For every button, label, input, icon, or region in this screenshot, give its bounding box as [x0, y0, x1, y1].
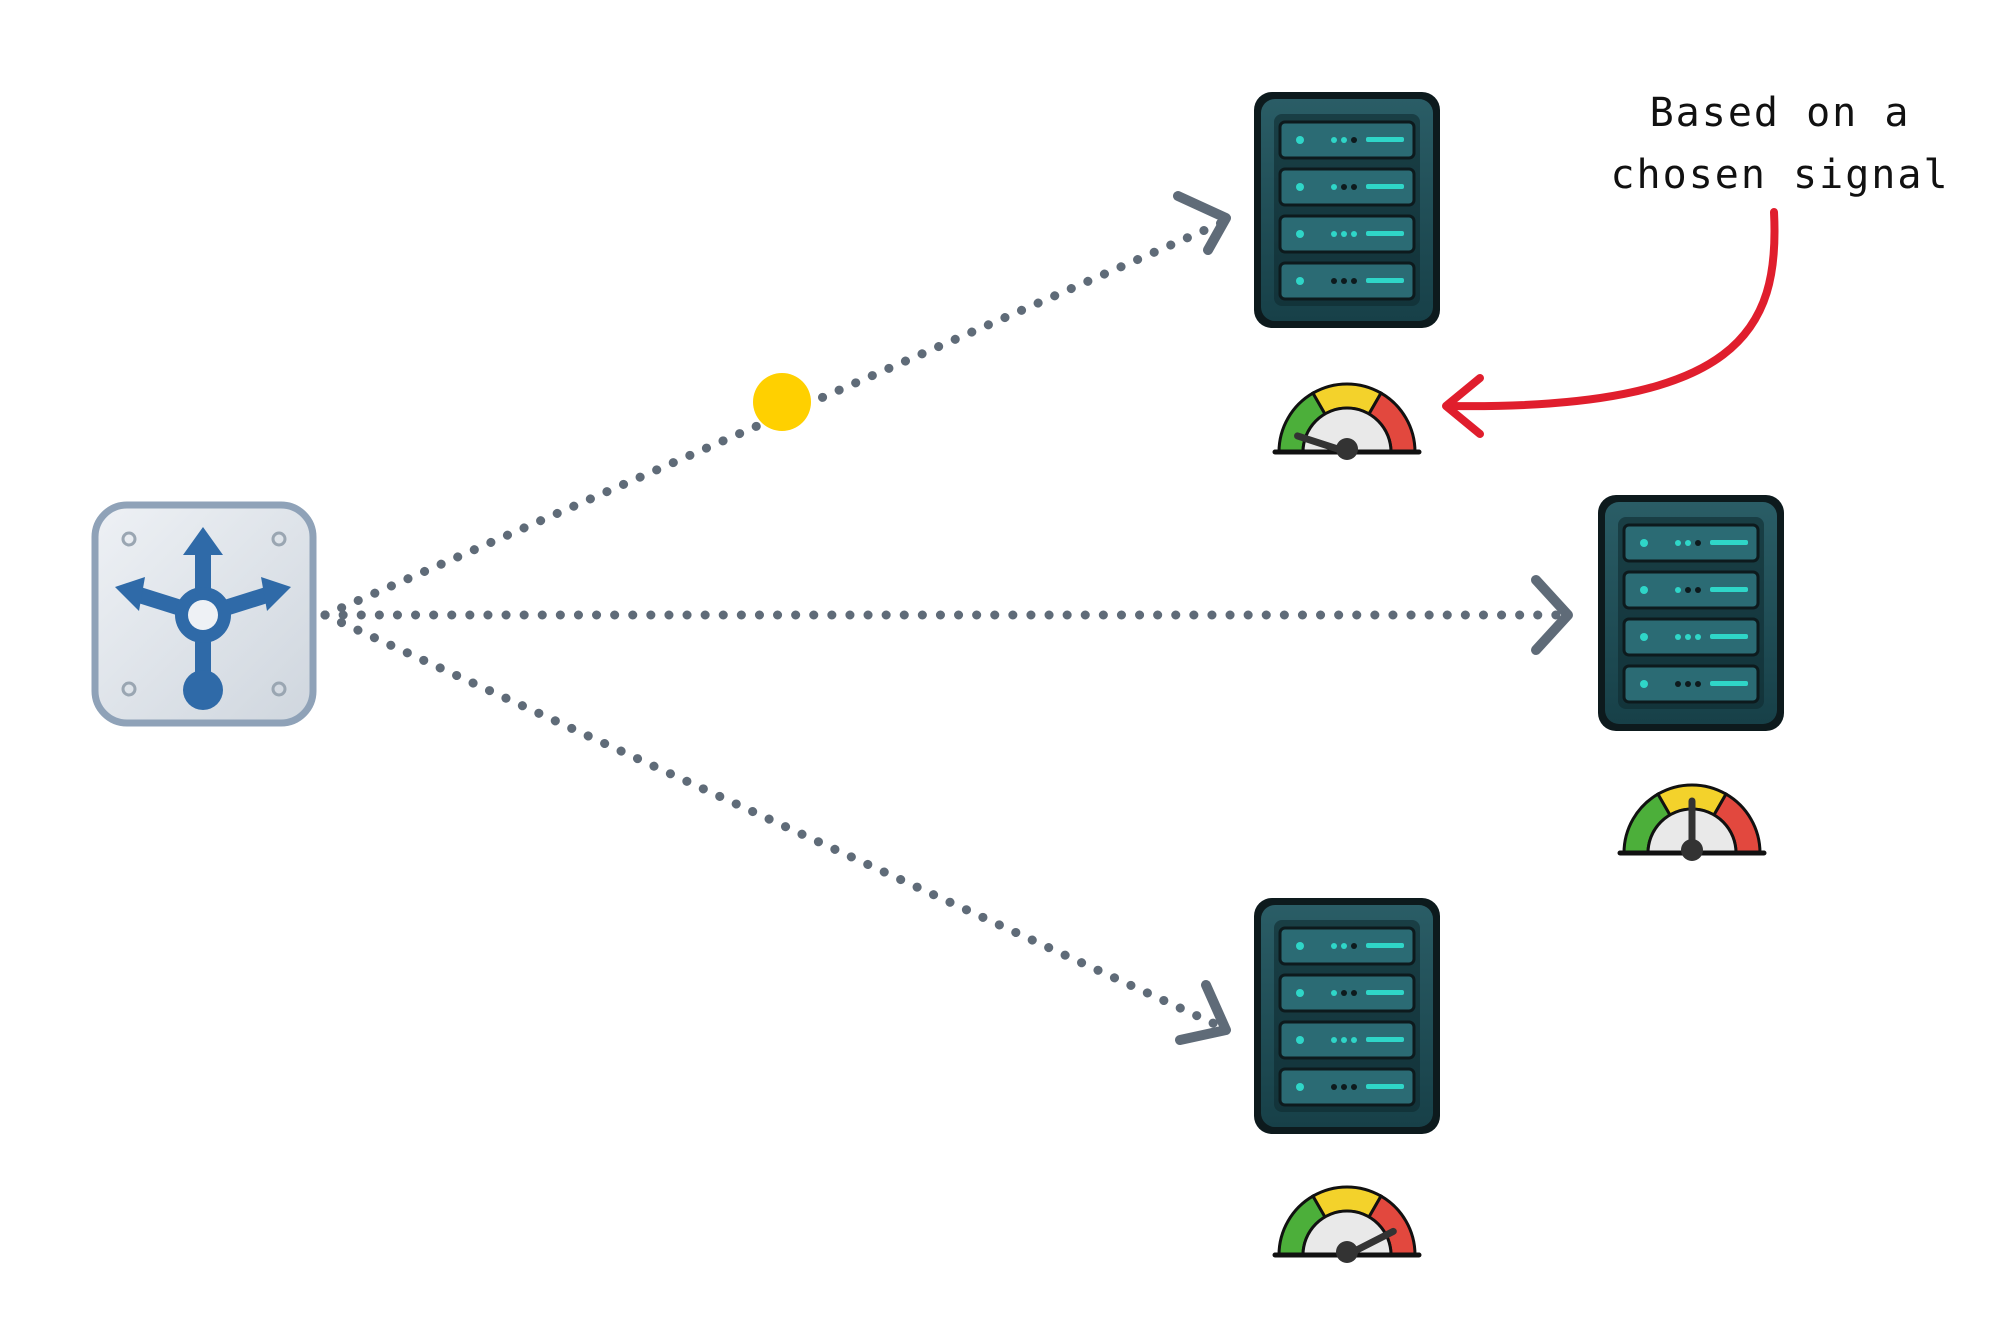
connector-bottom — [320, 610, 1233, 1035]
gauge-middle-icon — [1620, 785, 1764, 861]
arrowhead-middle-icon — [1531, 575, 1573, 655]
server-bottom-icon — [1252, 896, 1442, 1136]
annotation-text: Based on a chosen signal — [1600, 82, 1960, 206]
request-dot — [753, 373, 811, 431]
annotation-line-1: Based on a — [1649, 90, 1911, 136]
annotation-arrow-icon — [1442, 208, 1779, 438]
gauge-top-icon — [1275, 384, 1419, 460]
server-top-icon — [1252, 90, 1442, 330]
annotation-line-2: chosen signal — [1610, 152, 1950, 198]
arrowhead-top-icon — [1173, 191, 1231, 255]
server-middle-icon — [1596, 493, 1786, 733]
connector-arrowheads — [1173, 191, 1573, 1045]
arrowhead-bottom-icon — [1175, 980, 1231, 1045]
gauge-bottom-icon — [1275, 1187, 1419, 1263]
load-balancer-icon — [91, 501, 317, 727]
